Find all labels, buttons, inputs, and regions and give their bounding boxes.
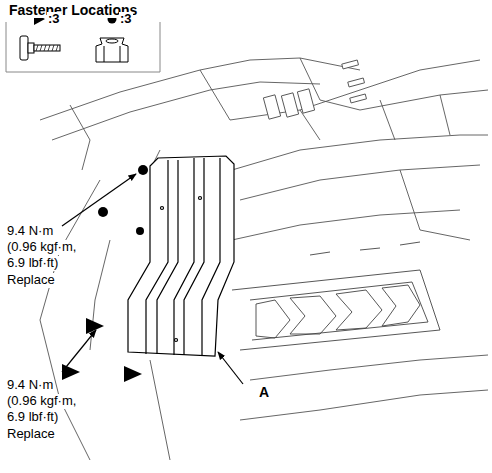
fastener-marks bbox=[62, 165, 148, 382]
torque-value: (0.96 kgf·m, bbox=[6, 240, 77, 255]
replace-note: Replace bbox=[6, 273, 56, 288]
torque-value: (0.96 kgf·m, bbox=[6, 394, 77, 409]
clip-tab bbox=[263, 60, 366, 119]
leader-line bbox=[62, 174, 243, 384]
callout-letter: A bbox=[258, 384, 270, 400]
torque-value: 6.9 lbf·ft) bbox=[6, 410, 59, 425]
replace-note: Replace bbox=[6, 427, 56, 442]
bracket-part bbox=[128, 156, 234, 356]
fastener-count: :3 bbox=[47, 12, 61, 27]
torque-value: 6.9 lbf·ft) bbox=[6, 256, 59, 271]
torque-value: 9.4 N·m bbox=[6, 378, 54, 393]
duct-grille bbox=[232, 242, 440, 350]
torque-value: 9.4 N·m bbox=[6, 224, 54, 239]
fastener-legend bbox=[6, 13, 160, 72]
body-outline bbox=[40, 58, 488, 460]
fastener-count: :3 bbox=[119, 12, 133, 27]
